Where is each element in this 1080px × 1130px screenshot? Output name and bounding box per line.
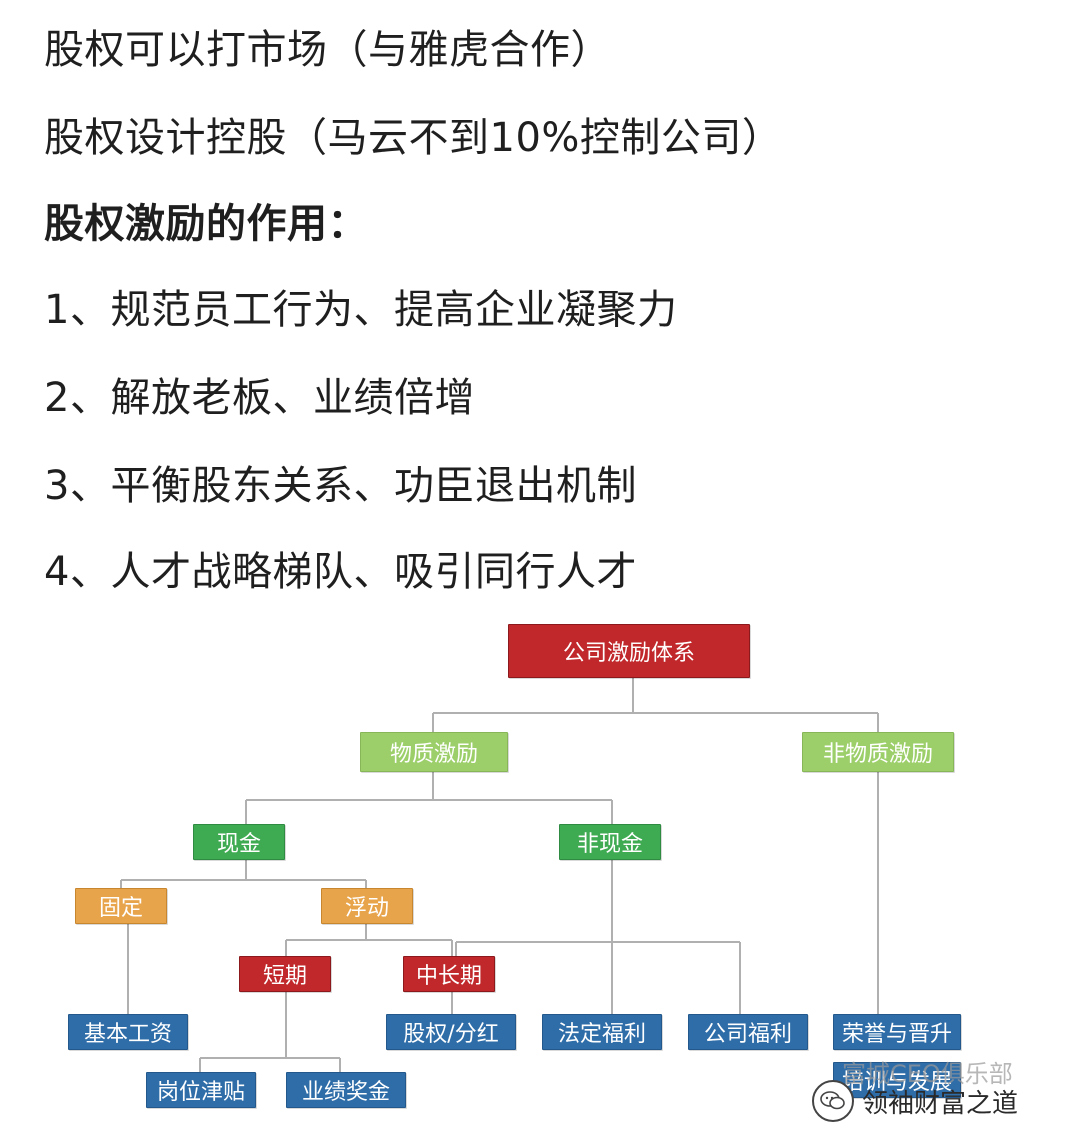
node-material-incentive: 物质激励	[360, 732, 508, 772]
watermark: 富城CEO俱乐部 领袖财富之道	[812, 1060, 1080, 1130]
node-floating: 浮动	[321, 888, 413, 924]
node-statutory-welfare: 法定福利	[542, 1014, 662, 1050]
line-item-3: 3、平衡股东关系、功臣退出机制	[44, 463, 637, 509]
section-heading: 股权激励的作用：	[44, 201, 368, 247]
watermark-text: 领袖财富之道	[862, 1088, 1019, 1119]
node-base-salary: 基本工资	[68, 1014, 188, 1050]
watermark-faint-text: 富城CEO俱乐部	[842, 1060, 1013, 1088]
node-short-term: 短期	[239, 956, 331, 992]
line-item-2: 2、解放老板、业绩倍增	[44, 375, 475, 421]
connector-lines	[120, 678, 879, 1072]
line-item-1: 1、规范员工行为、提高企业凝聚力	[44, 287, 678, 333]
node-post-allowance: 岗位津贴	[146, 1072, 256, 1108]
wechat-icon	[812, 1080, 854, 1122]
node-equity-dividend: 股权/分红	[386, 1014, 516, 1050]
incentive-org-chart: 公司激励体系 物质激励 非物质激励 现金 非现金 固定 浮动 短期 中长期 基本…	[0, 600, 1080, 1130]
node-non-material-incentive: 非物质激励	[802, 732, 954, 772]
node-company-welfare: 公司福利	[688, 1014, 808, 1050]
node-performance-bonus: 业绩奖金	[286, 1072, 406, 1108]
node-non-cash: 非现金	[559, 824, 661, 860]
node-company-incentive-system: 公司激励体系	[508, 624, 750, 678]
node-cash: 现金	[193, 824, 285, 860]
line-2: 股权设计控股（马云不到10%控制公司）	[44, 115, 783, 161]
node-fixed: 固定	[75, 888, 167, 924]
node-training-development: 培训与发展	[833, 1062, 961, 1098]
node-honor-promotion: 荣誉与晋升	[833, 1014, 961, 1050]
line-1: 股权可以打市场（与雅虎合作）	[44, 27, 611, 73]
line-item-4: 4、人才战略梯队、吸引同行人才	[44, 549, 637, 595]
node-mid-long-term: 中长期	[403, 956, 495, 992]
